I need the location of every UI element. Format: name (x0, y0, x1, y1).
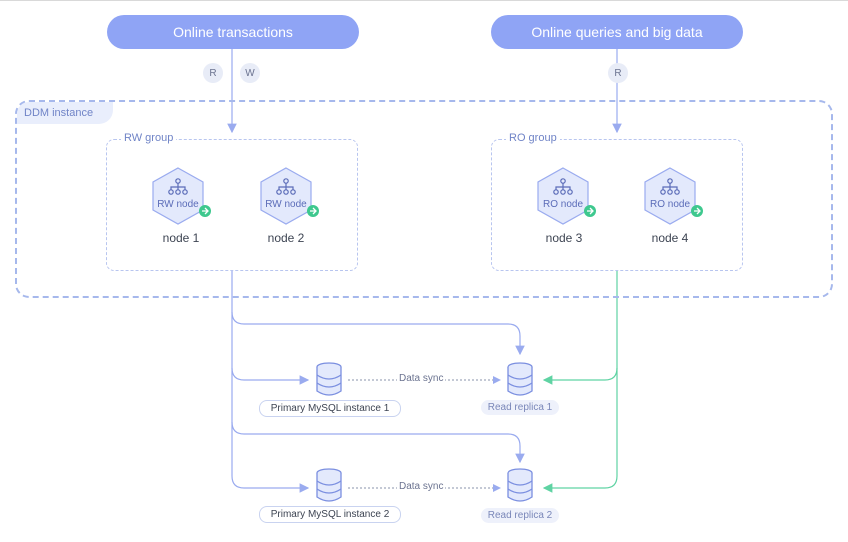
node-name: node 2 (267, 231, 305, 245)
route-to-primary-2 (231, 422, 310, 493)
tree-structure-icon (553, 178, 573, 195)
online-transactions-pill: Online transactions (107, 15, 359, 49)
node-type-label: RO node (649, 199, 691, 210)
arrow-right-icon (199, 205, 211, 217)
database-icon (316, 362, 342, 396)
arrow-right-icon (584, 205, 596, 217)
top-divider (0, 0, 848, 1)
primary-mysql-2-caption: Primary MySQL instance 2 (259, 506, 401, 523)
write-badge-left: W (240, 63, 260, 83)
ddm-instance-box (15, 100, 833, 298)
node-name: node 3 (545, 231, 583, 245)
node-name: node 1 (162, 231, 200, 245)
read-badge-left: R (203, 63, 223, 83)
route-to-replica-1 (231, 270, 525, 356)
arrow-right-icon (691, 205, 703, 217)
read-replica-1-caption: Read replica 1 (481, 400, 559, 415)
ro-node-4: RO node (642, 166, 703, 226)
rw-node-2: RW node (258, 166, 319, 226)
ro-route-replica-2 (542, 368, 618, 493)
route-to-replica-2 (231, 368, 525, 464)
route-to-primary-1 (231, 312, 310, 385)
database-icon (507, 362, 533, 396)
node-type-label: RO node (542, 199, 584, 210)
ro-group-label: RO group (506, 132, 560, 144)
read-replica-2-caption: Read replica 2 (481, 508, 559, 523)
tree-structure-icon (168, 178, 188, 195)
tree-structure-icon (276, 178, 296, 195)
read-badge-right: R (608, 63, 628, 83)
database-icon (507, 468, 533, 502)
online-queries-pill: Online queries and big data (491, 15, 743, 49)
ddm-instance-tab (17, 102, 113, 124)
node-type-label: RW node (157, 199, 199, 210)
rw-node-1: RW node (150, 166, 211, 226)
tree-structure-icon (660, 178, 680, 195)
rw-group-box (106, 139, 358, 271)
ro-group-box (491, 139, 743, 271)
database-icon (316, 468, 342, 502)
rw-group-label: RW group (121, 132, 177, 144)
arrow-right-icon (307, 205, 319, 217)
data-sync-label-2: Data sync (397, 481, 446, 492)
ro-node-3: RO node (535, 166, 596, 226)
node-name: node 4 (651, 231, 689, 245)
primary-mysql-1-caption: Primary MySQL instance 1 (259, 400, 401, 417)
data-sync-label-1: Data sync (397, 373, 446, 384)
ddm-instance-label: DDM instance (24, 107, 94, 119)
node-type-label: RW node (265, 199, 307, 210)
